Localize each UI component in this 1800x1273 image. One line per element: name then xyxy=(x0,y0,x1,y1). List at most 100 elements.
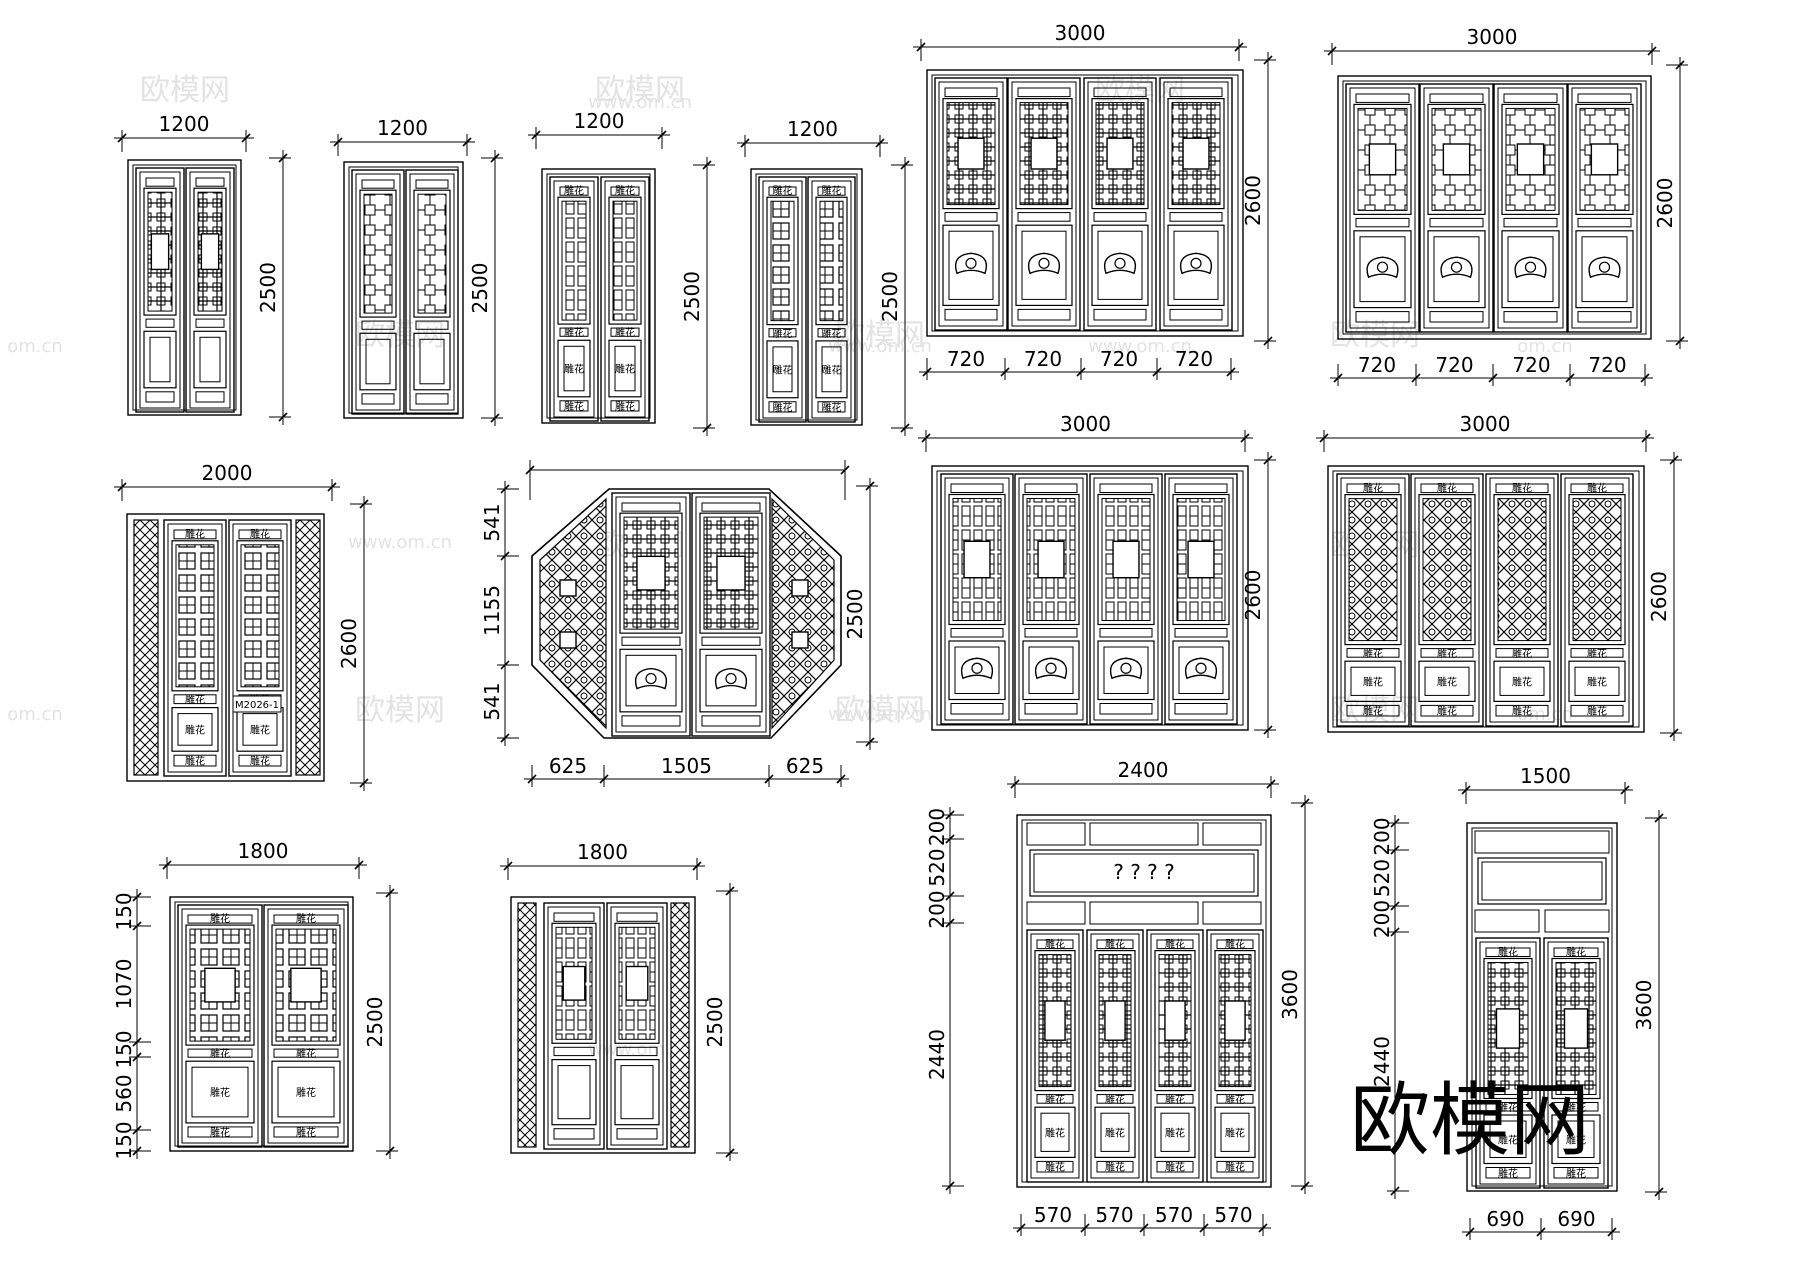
panel-outline xyxy=(1028,646,1074,694)
panel-outline xyxy=(1040,1112,1070,1152)
panel-outline xyxy=(811,180,852,419)
panel-outline xyxy=(1497,87,1564,329)
dimension-line xyxy=(354,860,364,870)
carving-label: 雕花 xyxy=(1587,481,1607,494)
panel-outline xyxy=(1477,857,1607,905)
panel-outline xyxy=(1575,230,1634,309)
ornament-circle xyxy=(1038,257,1050,269)
panel-outline xyxy=(559,327,589,337)
carving-label: 雕花 xyxy=(1165,1093,1185,1106)
panel-outline xyxy=(817,186,846,196)
panel-outline xyxy=(242,713,278,746)
panel-outline xyxy=(171,706,219,752)
panel-outline xyxy=(133,519,159,776)
panel-outline xyxy=(228,519,292,777)
panel-outline xyxy=(1547,941,1605,1185)
carving-label: 雕花 xyxy=(1512,675,1532,688)
panel-outline xyxy=(238,754,282,767)
panel-outline xyxy=(1414,477,1480,723)
panel-dimension: 570 xyxy=(1155,1203,1193,1227)
panel-outline xyxy=(1160,1112,1190,1152)
panel-outline xyxy=(1099,628,1153,638)
panel-outline xyxy=(821,346,842,393)
panel-outline xyxy=(701,636,761,646)
panel-outline xyxy=(415,320,449,330)
height-dimension: 2600 xyxy=(1647,571,1671,622)
dimension-line xyxy=(359,499,369,509)
panel-dimension: 690 xyxy=(1557,1207,1595,1231)
panel-outline xyxy=(1355,217,1410,228)
panel-outline xyxy=(290,967,322,1003)
carving-label: 雕花 xyxy=(1566,1133,1586,1146)
side-dimension: 200 xyxy=(1370,900,1394,938)
panel-outline xyxy=(361,393,395,405)
panel-outline xyxy=(1016,814,1272,1188)
dimension-line xyxy=(162,860,172,870)
carving-label: 雕花 xyxy=(564,184,584,197)
panel-outline xyxy=(1096,939,1134,950)
dimension-line xyxy=(1234,42,1244,52)
carving-label: 雕花 xyxy=(615,184,635,197)
dimension-line xyxy=(1300,1181,1310,1191)
height-dimension: 2600 xyxy=(1653,178,1677,229)
dimension-line xyxy=(327,482,337,492)
panel-outline xyxy=(1017,87,1071,98)
panel-outline xyxy=(1493,83,1568,333)
panel-outline xyxy=(1150,933,1200,1179)
panel-outline xyxy=(1571,87,1638,329)
panel-outline xyxy=(1093,87,1147,98)
dimension-line xyxy=(900,160,910,170)
panel-outline xyxy=(1344,660,1402,703)
height-dimension: 2600 xyxy=(1241,175,1265,226)
panel-outline xyxy=(1485,1167,1531,1179)
panel-outline xyxy=(1423,87,1490,329)
panel-outline xyxy=(944,308,998,321)
panel-outline xyxy=(145,177,175,187)
panel-outline xyxy=(543,902,605,1150)
height-dimension: 2500 xyxy=(363,997,387,1048)
carving-label: 雕花 xyxy=(250,527,270,540)
panel-outline xyxy=(271,924,341,1046)
panel-outline xyxy=(343,161,464,419)
panel-outline xyxy=(1026,901,1086,925)
carving-label: 雕花 xyxy=(210,1126,230,1139)
carving-label: 雕花 xyxy=(210,1086,230,1099)
dimension-line xyxy=(836,774,846,784)
panel-outline xyxy=(819,200,844,322)
dimension-line xyxy=(945,918,955,928)
dimension-line xyxy=(945,810,955,820)
dimension-line xyxy=(117,133,127,143)
panel-outline xyxy=(606,902,668,1150)
carving-label: 雕花 xyxy=(1105,937,1125,950)
side-dimension: 560 xyxy=(112,1074,136,1112)
panel-outline xyxy=(1551,957,1601,1100)
panel-outline xyxy=(768,328,797,338)
panel-outline xyxy=(701,502,761,512)
dimension-line xyxy=(500,551,510,561)
height-dimension: 2500 xyxy=(878,271,902,322)
dimension-line xyxy=(278,153,288,163)
ornament-circle xyxy=(1376,261,1389,273)
panel-outline xyxy=(948,230,994,300)
ornament-circle xyxy=(971,662,983,674)
carving-label: 雕花 xyxy=(250,723,270,736)
panel-outline xyxy=(1187,540,1215,579)
panel-outline xyxy=(1024,703,1078,715)
panel-outline xyxy=(1216,1160,1254,1173)
panel-outline xyxy=(1495,483,1549,494)
dimension-line xyxy=(1226,367,1236,377)
watermark-site: om.cn xyxy=(7,704,63,725)
panel-outline xyxy=(187,914,253,924)
panel-outline xyxy=(615,496,687,733)
panel-outline xyxy=(363,193,393,314)
dimension-line xyxy=(1488,373,1498,383)
panel-outline xyxy=(701,715,761,727)
dimension-line xyxy=(1669,455,1679,465)
panel-outline xyxy=(1214,949,1256,1092)
panel-outline xyxy=(1172,493,1230,626)
carving-label: 雕花 xyxy=(1498,945,1518,958)
side-dimension: 200 xyxy=(1370,817,1394,855)
dimension-line xyxy=(1411,373,1421,383)
